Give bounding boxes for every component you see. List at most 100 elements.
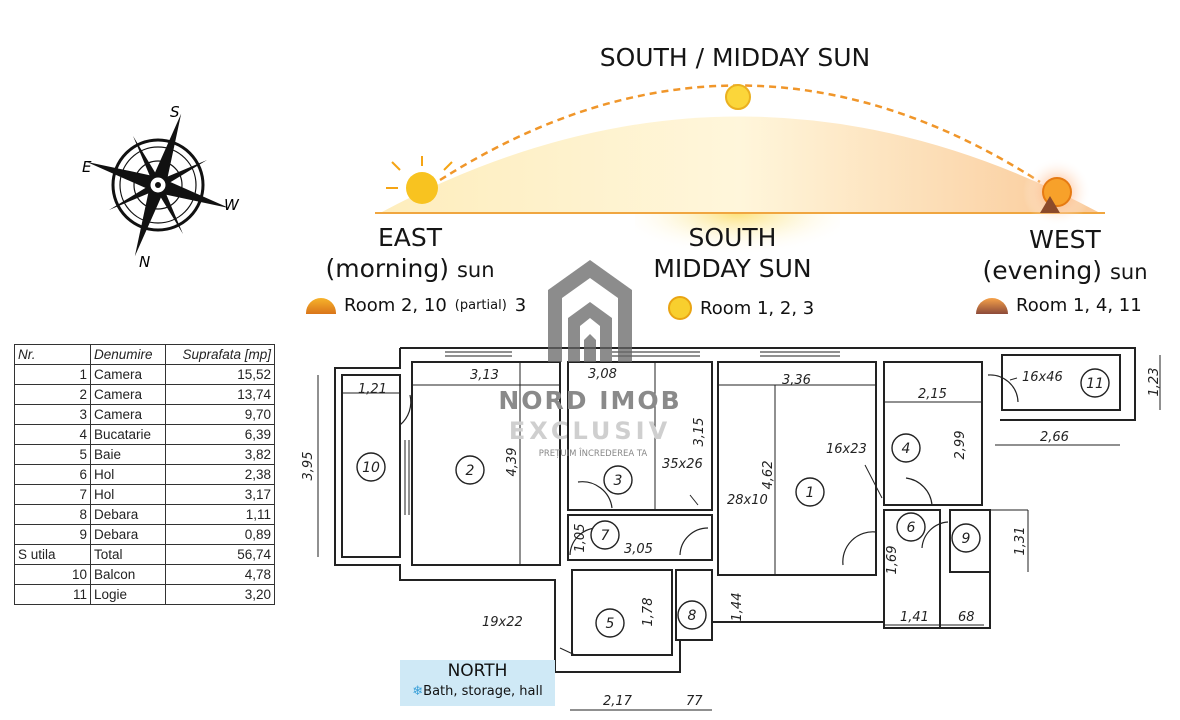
east-rooms-list: Room 2, 10: [344, 295, 447, 316]
east-rooms-suffix: 3: [514, 295, 527, 316]
header-name: Denumire: [90, 344, 166, 365]
south-title: SOUTH: [688, 223, 777, 252]
cell: Debara: [90, 504, 166, 525]
dim-label: 3,15: [692, 418, 707, 447]
room-label-5: 5: [606, 616, 615, 632]
dim-label: 2,15: [918, 387, 947, 402]
dim-label: 3,08: [588, 367, 617, 382]
dim-label: 1,41: [900, 610, 929, 625]
south-subtitle: MIDDAY SUN: [653, 254, 812, 283]
cell: 6,39: [165, 424, 275, 445]
cell: 3,20: [165, 584, 275, 605]
room-label-3: 3: [614, 473, 623, 489]
room-label-11: 11: [1086, 376, 1104, 392]
south-rooms-list: Room 1, 2, 3: [700, 297, 815, 319]
room-label-10: 10: [362, 460, 380, 476]
nord-imob-logo: [548, 260, 632, 362]
dim-label: 1,05: [573, 524, 588, 553]
cell: 11: [14, 584, 91, 605]
sun-icon: [668, 296, 692, 320]
compass-n: N: [139, 253, 150, 271]
dim-label: 2,17: [603, 694, 633, 709]
midday-sun-icon: [725, 84, 751, 110]
dim-label: 4,39: [505, 448, 520, 477]
cell: 3,82: [165, 444, 275, 465]
room-4: [883, 361, 983, 506]
west-sun: sun: [1109, 260, 1148, 284]
dim-label: 16x46: [1022, 370, 1063, 385]
room-3: [567, 361, 713, 511]
room-label-2: 2: [466, 463, 475, 479]
south-rooms: Room 1, 2, 3: [668, 296, 814, 320]
dim-label: 2,99: [953, 431, 968, 460]
room-label-7: 7: [601, 528, 610, 544]
cell: 10: [14, 564, 91, 585]
dim-label: 1,69: [885, 546, 900, 575]
header-area: Suprafata [mp]: [165, 344, 275, 365]
compass-e: E: [82, 158, 92, 176]
west-rooms-list: Room 1, 4, 11: [1016, 295, 1142, 316]
sun-path-diagram: S E W N: [82, 84, 1105, 283]
dim-label: 77: [686, 694, 703, 709]
table-header-row: Nr. Denumire Suprafata [mp]: [14, 344, 275, 365]
cell: Logie: [90, 584, 166, 605]
dim-label: 2,66: [1040, 430, 1069, 445]
watermark-title: NORD IMOB: [498, 386, 681, 415]
dim-label: 1,21: [358, 382, 387, 397]
dim-label: 3,95: [301, 452, 316, 481]
watermark-subtitle: EXCLUSIV: [509, 417, 671, 445]
room-7: [567, 514, 713, 561]
room-label-1: 1: [806, 485, 815, 501]
room-label-9: 9: [962, 531, 971, 547]
dim-label: 1,23: [1147, 368, 1162, 397]
cell: Camera: [90, 384, 166, 405]
sunrise-icon: [306, 297, 336, 314]
room-11: [1001, 354, 1121, 411]
midday-glow: [635, 213, 840, 283]
east-sun: sun: [456, 258, 495, 282]
north-info-box: NORTH ❄Bath, storage, hall: [400, 660, 555, 706]
east-sun-icon: [386, 156, 453, 204]
room-label-8: 8: [688, 608, 697, 624]
header-nr: Nr.: [14, 344, 91, 365]
dim-label: 35x26: [662, 457, 703, 472]
dim-label: 3,13: [470, 368, 499, 383]
dim-label: 19x22: [482, 615, 523, 630]
west-rooms: Room 1, 4, 11: [976, 295, 1142, 316]
east-subtitle: (morning): [325, 254, 449, 283]
snowflake-icon: ❄: [412, 684, 424, 699]
dim-label: 16x23: [826, 442, 867, 457]
dim-label: 1,31: [1013, 527, 1028, 556]
room-6: [883, 509, 941, 629]
cell: 13,74: [165, 384, 275, 405]
dim-label: 68: [958, 610, 975, 625]
west-subtitle: (evening): [982, 256, 1103, 285]
watermark-tagline: PREȚUIM ÎNCREDEREA TA: [539, 447, 648, 459]
dim-label: 3,36: [782, 373, 811, 388]
dim-label: 28x10: [727, 493, 768, 508]
room-5: [571, 569, 673, 656]
cell: Debara: [90, 524, 166, 545]
south-label: SOUTH MIDDAY SUN: [620, 222, 845, 284]
room-1: [717, 361, 877, 576]
dim-label: 3,05: [624, 542, 653, 557]
east-rooms: Room 2, 10 (partial) 3: [306, 295, 526, 316]
compass-rose-icon: [86, 113, 230, 257]
sunset-icon: [976, 297, 1008, 314]
dim-label: 1,44: [730, 593, 745, 622]
room-2: [411, 361, 561, 566]
cell: 9,70: [165, 404, 275, 425]
